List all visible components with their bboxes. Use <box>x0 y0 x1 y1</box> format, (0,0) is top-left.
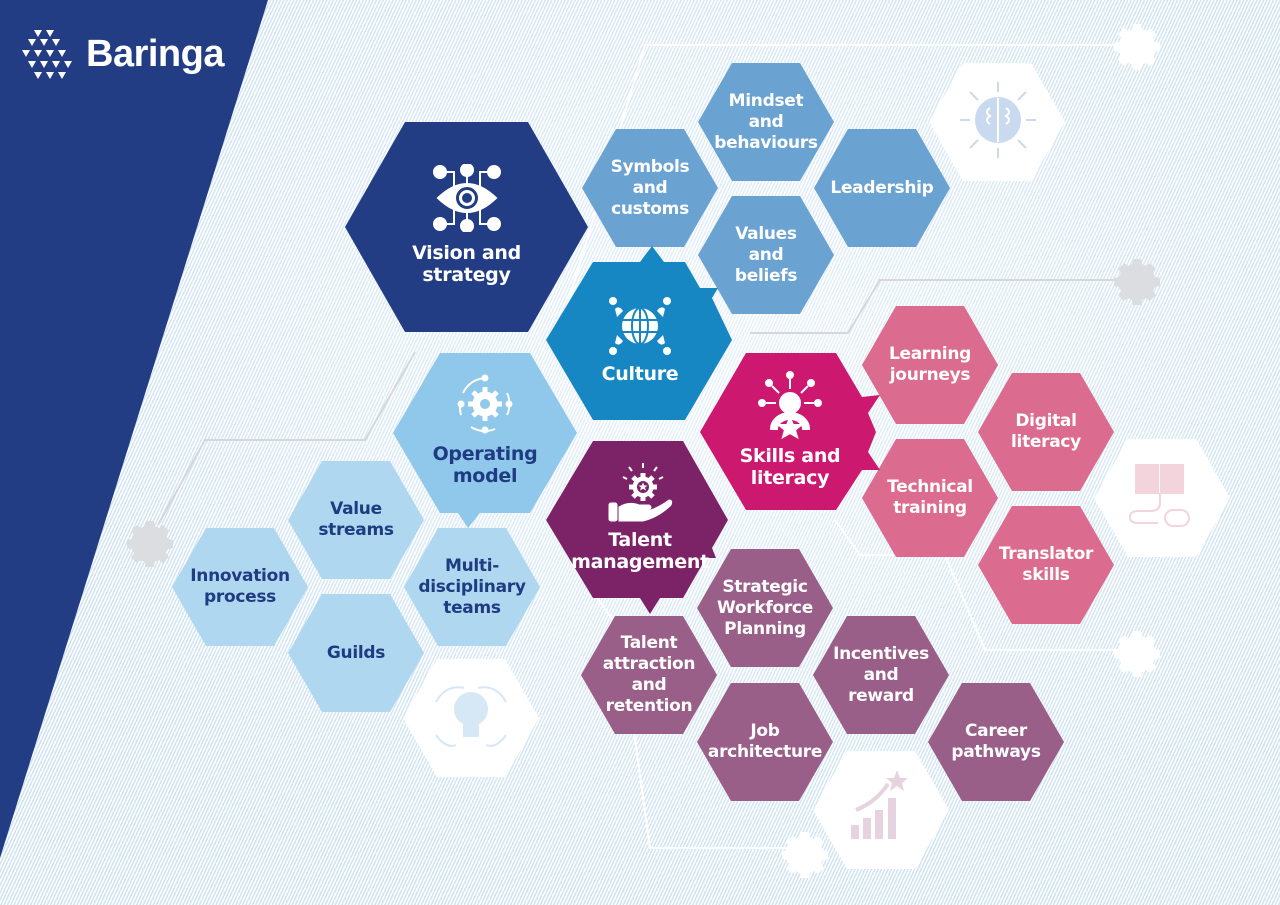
hex-job-architecture[interactable] <box>697 683 833 801</box>
talent-hub-content: Talent management <box>555 452 725 582</box>
hub-label: Skills and literacy <box>739 445 841 489</box>
operating-hub-content: Operating model <box>400 365 570 495</box>
gear-icon <box>1114 631 1160 677</box>
hex-technical-training[interactable] <box>862 439 998 557</box>
eye-network-icon <box>432 164 501 232</box>
gear-icon <box>127 521 173 567</box>
skills-item-digital: Digital literacy <box>1011 411 1081 452</box>
hub-label: Vision and strategy <box>412 242 521 286</box>
hex-multi-disciplinary-teams[interactable] <box>404 528 540 646</box>
hex-talent-management[interactable] <box>546 441 728 614</box>
culture-hub-content: Culture <box>560 280 720 400</box>
hub-label: Culture <box>601 363 679 385</box>
hex-digital-literacy[interactable] <box>978 373 1114 491</box>
talent-item-attraction: Talent attraction and retention <box>602 633 696 716</box>
operating-item-innovation: Innovation process <box>190 566 290 607</box>
talent-item-swp: Strategic Workforce Planning <box>717 576 813 639</box>
hand-gear-icon <box>608 463 673 522</box>
culture-item-symbols: Symbols and customs <box>610 156 690 219</box>
hex-value-streams[interactable] <box>288 461 424 579</box>
brand-name: Baringa <box>86 32 224 75</box>
culture-item-values: Values and beliefs <box>734 223 798 286</box>
hub-label: Operating model <box>432 443 538 487</box>
skills-hub-content: Skills and literacy <box>710 365 870 495</box>
culture-item-mindset: Mindset and behaviours <box>714 90 818 153</box>
talent-item-job-architecture: Job architecture <box>707 721 823 762</box>
skills-item-translator: Translator skills <box>998 544 1094 585</box>
triangle-cluster-logo-icon <box>22 30 72 79</box>
hex-leadership[interactable] <box>814 129 950 247</box>
brain-arrows-icon <box>960 82 1036 158</box>
growth-chart-icon <box>851 770 908 839</box>
operating-item-multidisciplinary: Multi- disciplinary teams <box>418 555 526 618</box>
gear-cycle-icon <box>457 374 513 434</box>
hex-strategic-workforce-planning[interactable] <box>697 549 833 667</box>
hex-mindset-and-behaviours[interactable] <box>698 63 834 181</box>
hex-guilds[interactable] <box>288 594 424 712</box>
hex-incentives-and-reward[interactable] <box>813 616 949 734</box>
hex-values-and-beliefs[interactable] <box>698 196 834 314</box>
culture-item-leadership: Leadership <box>830 177 934 198</box>
gear-icon <box>1114 259 1160 305</box>
hex-career-pathways[interactable] <box>928 683 1064 801</box>
skills-item-technical: Technical training <box>887 477 973 518</box>
lightbulb-star-icon <box>435 686 507 747</box>
book-mouse-icon <box>1128 464 1190 527</box>
vision-hub-content: Vision and strategy <box>345 140 588 310</box>
hub-label: Talent management <box>571 529 709 573</box>
skills-item-learning: Learning journeys <box>888 344 972 385</box>
hex-translator-skills[interactable] <box>978 506 1114 624</box>
operating-item-guilds: Guilds <box>326 642 386 663</box>
hex-innovation-process[interactable] <box>172 528 308 646</box>
decorative-hexagon <box>1094 439 1230 557</box>
hex-talent-attraction-and-retention[interactable] <box>581 616 717 734</box>
operating-item-value-streams: Value streams <box>318 499 394 540</box>
hex-operating-model[interactable] <box>393 353 577 528</box>
hex-symbols-and-customs[interactable] <box>582 129 718 247</box>
talent-item-career: Career pathways <box>951 721 1041 762</box>
hex-learning-journeys[interactable] <box>862 306 998 424</box>
person-star-icon <box>758 371 822 439</box>
baringa-logo: Baringa <box>22 28 224 80</box>
connector-lines <box>157 279 1122 526</box>
globe-people-icon <box>609 297 671 355</box>
gear-icon <box>782 832 828 878</box>
talent-item-incentives: Incentives and reward <box>833 643 929 706</box>
gear-icon <box>1114 24 1160 70</box>
